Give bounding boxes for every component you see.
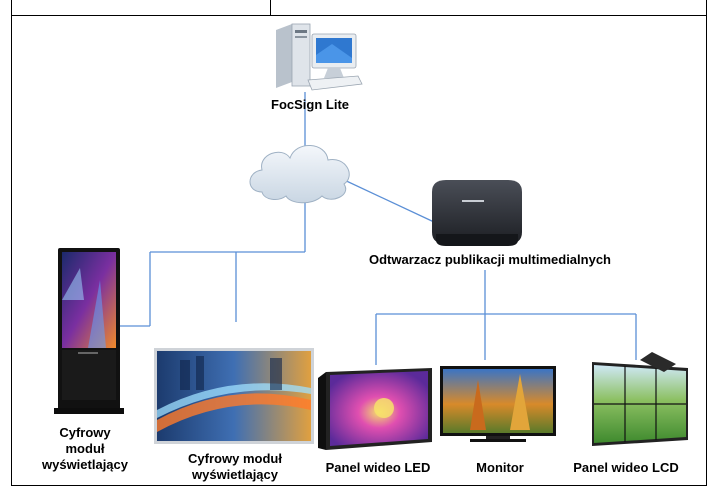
lcd-video-wall	[592, 352, 688, 446]
player-label: Odtwarzacz publikacji multimedialnych	[368, 252, 611, 267]
connector-lines	[118, 92, 637, 365]
wall-display	[154, 348, 314, 444]
lcd-panel-label: Panel wideo LCD	[573, 460, 679, 475]
wall-display-label: Cyfrowy moduł wyświetlający	[188, 451, 282, 482]
server-label: FocSign Lite	[271, 97, 349, 112]
media-player-icon	[432, 180, 522, 246]
led-panel	[318, 368, 432, 450]
kiosk-display	[54, 248, 124, 414]
computer-icon	[276, 23, 363, 91]
kiosk-label: Cyfrowy moduł wyświetlający	[42, 425, 128, 472]
table-top-rule	[11, 15, 707, 16]
monitor-display	[440, 366, 556, 442]
monitor-label: Monitor	[476, 460, 524, 475]
diagram-frame	[11, 0, 707, 486]
led-panel-label: Panel wideo LED	[325, 460, 431, 475]
table-top-divider	[270, 0, 271, 15]
cloud-icon	[249, 145, 350, 204]
